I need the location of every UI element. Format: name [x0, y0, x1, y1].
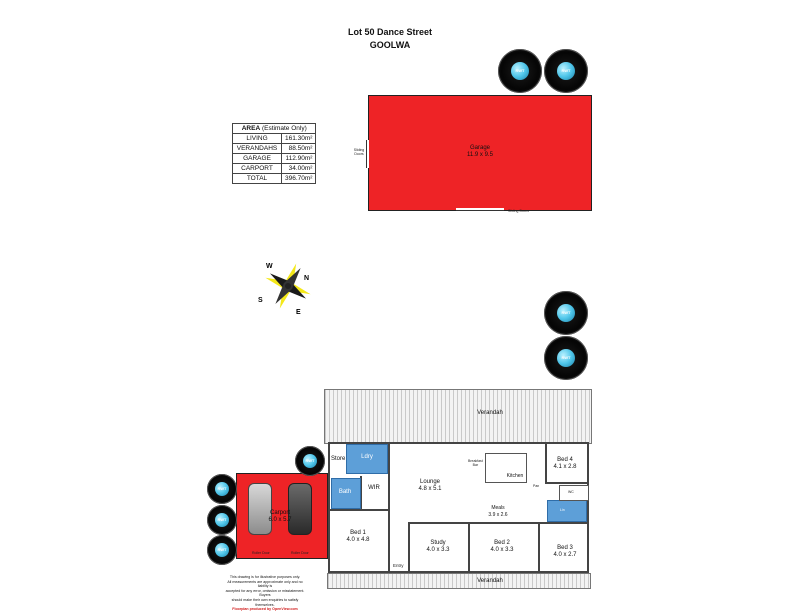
area-table: AREA (Estimate Only) LIVING 161.30m² VER…	[231, 123, 317, 184]
rainwater-tank: RWT	[207, 474, 237, 504]
laundry	[346, 444, 388, 474]
verandah-top	[324, 389, 592, 444]
rainwater-tank: RWT	[544, 291, 588, 335]
wall	[545, 482, 589, 484]
svg-text:S: S	[258, 297, 263, 304]
wall	[408, 522, 588, 524]
pantry-label: Pan	[533, 484, 540, 488]
wall	[360, 476, 362, 509]
store-label: Store	[331, 456, 346, 462]
table-row: VERANDAHS 88.50m²	[232, 143, 317, 154]
bath-label: Bath	[338, 489, 352, 495]
kitchen-label: Kitchen	[506, 473, 524, 479]
wall	[538, 522, 540, 573]
rainwater-tank: RWT	[498, 49, 542, 93]
table-row: LIVING 161.30m²	[232, 133, 317, 144]
car-icon	[288, 483, 312, 535]
garage-label: Garage 11.9 x 9.5	[467, 145, 493, 158]
roller-door-2-label: Roller Door	[291, 551, 309, 555]
rainwater-tank: RWT	[544, 336, 588, 380]
verandah-top-label: Verandah	[477, 410, 503, 416]
roller-door-1-label: Roller Door	[252, 551, 270, 555]
svg-text:W: W	[266, 263, 273, 270]
garage-bottom-door-label: Sliding Doors	[508, 209, 529, 213]
compass-icon: W N E S	[258, 263, 311, 316]
bathroom-1	[331, 478, 361, 509]
garage-block	[368, 95, 592, 211]
area-table-heading: AREA (Estimate Only)	[231, 123, 317, 134]
rainwater-tank: RWT	[207, 505, 237, 535]
rainwater-tank: RWT	[207, 535, 237, 565]
svg-text:E: E	[296, 309, 301, 316]
laundry-label: Ldry	[361, 454, 373, 460]
title-suburb: GOOLWA	[369, 40, 411, 50]
wall	[545, 442, 547, 482]
table-row: CARPORT 34.00m²	[232, 163, 317, 174]
svg-text:N: N	[304, 275, 309, 282]
wc-label: WC	[568, 490, 574, 494]
car-icon	[248, 483, 272, 535]
verandah-bottom-label: Verandah	[477, 578, 503, 584]
wir-label: WIR	[368, 485, 380, 491]
bathroom-2	[547, 500, 587, 522]
wc	[559, 485, 589, 501]
title-address: Lot 50 Dance Street	[347, 27, 433, 37]
wall	[468, 522, 470, 573]
wall	[328, 509, 390, 511]
table-row: TOTAL 396.70m²	[232, 173, 317, 184]
disclaimer: This drawing is for illustrative purpose…	[225, 575, 305, 612]
rainwater-tank: RWT	[544, 49, 588, 93]
garage-bottom-door	[456, 208, 504, 211]
entry-label: Entry	[393, 563, 404, 568]
verandah-bottom	[327, 573, 591, 589]
table-row: GARAGE 112.90m²	[232, 153, 317, 164]
garage-left-door	[366, 140, 369, 168]
wall	[388, 442, 390, 573]
rainwater-tank: RWT	[295, 446, 325, 476]
linen-label: Lin	[560, 508, 565, 512]
kitchen-bench	[485, 453, 527, 483]
wall	[408, 522, 410, 573]
